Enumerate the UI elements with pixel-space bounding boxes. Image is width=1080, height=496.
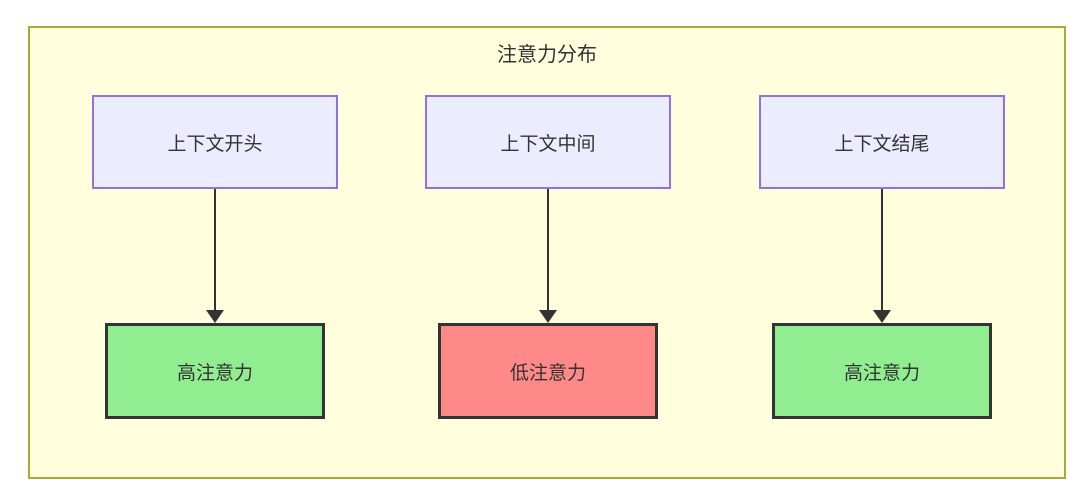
arrow-end xyxy=(872,189,892,323)
arrow-line xyxy=(881,189,883,310)
arrow-head-icon xyxy=(539,310,557,323)
node-context-begin: 上下文开头 xyxy=(92,95,338,189)
node-high-attention-right: 高注意力 xyxy=(772,323,992,419)
diagram-title: 注意力分布 xyxy=(497,44,597,66)
node-label: 高注意力 xyxy=(176,362,253,384)
node-label: 上下文开头 xyxy=(167,133,263,155)
flow-column-begin: 上下文开头 高注意力 xyxy=(92,95,338,419)
flow-column-middle: 上下文中间 低注意力 xyxy=(425,95,671,419)
node-label: 高注意力 xyxy=(843,362,920,384)
node-context-end: 上下文结尾 xyxy=(759,95,1005,189)
node-label: 上下文结尾 xyxy=(834,133,930,155)
arrow-middle xyxy=(538,189,558,323)
arrow-head-icon xyxy=(873,310,891,323)
node-context-middle: 上下文中间 xyxy=(425,95,671,189)
node-label: 上下文中间 xyxy=(500,133,596,155)
node-high-attention-left: 高注意力 xyxy=(105,323,325,419)
arrow-line xyxy=(547,189,549,310)
flow-column-end: 上下文结尾 高注意力 xyxy=(759,95,1005,419)
arrow-head-icon xyxy=(206,310,224,323)
arrow-line xyxy=(214,189,216,310)
node-low-attention: 低注意力 xyxy=(438,323,658,419)
arrow-begin xyxy=(205,189,225,323)
node-label: 低注意力 xyxy=(509,362,586,384)
diagram-canvas: 注意力分布 上下文开头 高注意力 上下文中间 低注意力 上下文结尾 xyxy=(28,26,1066,479)
